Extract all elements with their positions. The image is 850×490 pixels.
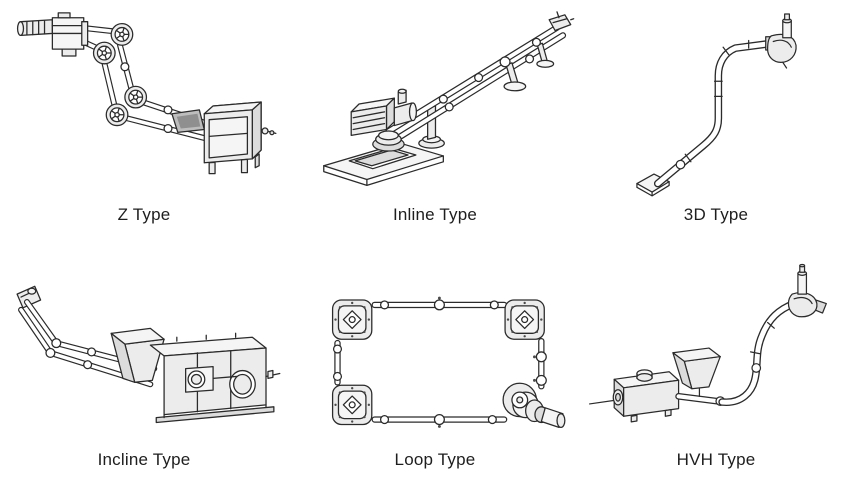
inline-end-head — [548, 11, 575, 32]
incline-type-conveyor-icon — [16, 285, 281, 424]
figure-caption-hvh-type: HVH Type — [676, 450, 756, 469]
inline-tube-supports — [499, 37, 555, 92]
loop-type-conveyor-icon — [331, 296, 566, 429]
figure-caption-incline-type: Incline Type — [97, 450, 191, 469]
z-type-conveyor-icon — [16, 12, 277, 175]
figure-caption-z-type: Z Type — [117, 205, 171, 224]
hvh-drive-box — [612, 369, 680, 423]
z-type-drive-motor — [16, 12, 89, 57]
hvh-drive-head — [787, 263, 827, 318]
figure-inline-type: Inline Type — [288, 0, 582, 245]
loop-drive-unit — [502, 382, 566, 429]
figure-caption-3d-type: 3D Type — [683, 205, 749, 224]
figure-hvh-type: HVH Type — [582, 245, 850, 490]
z-type-inlet-chute — [171, 109, 205, 134]
inline-drive-unit — [350, 88, 418, 152]
figure-incline-type: Incline Type — [0, 245, 288, 490]
z-type-discharge-box — [203, 101, 277, 175]
figure-caption-loop-type: Loop Type — [394, 450, 476, 469]
incline-trough-box — [149, 332, 281, 424]
loop-pipes — [332, 296, 547, 428]
figure-z-type: Z Type — [0, 0, 288, 245]
hvh-curved-tube — [718, 299, 798, 406]
figure-3d-type: 3D Type — [582, 0, 850, 245]
3d-curved-tube — [653, 39, 776, 188]
incline-head-plate — [16, 285, 42, 309]
inline-base-plate — [323, 142, 444, 186]
incline-hopper — [110, 327, 165, 383]
figure-loop-type: Loop Type — [288, 245, 582, 490]
hvh-hopper — [672, 347, 721, 397]
hvh-type-conveyor-icon — [588, 263, 827, 423]
3d-type-conveyor-icon — [636, 13, 797, 197]
figure-caption-inline-type: Inline Type — [392, 205, 478, 224]
3d-drive-head — [765, 13, 797, 69]
inline-outlet-column — [418, 105, 445, 149]
inline-type-conveyor-icon — [323, 11, 575, 186]
z-type-corner-wheels — [92, 23, 148, 127]
hvh-horizontal-pipe — [675, 393, 728, 406]
hvh-shaft-rod — [588, 399, 617, 405]
